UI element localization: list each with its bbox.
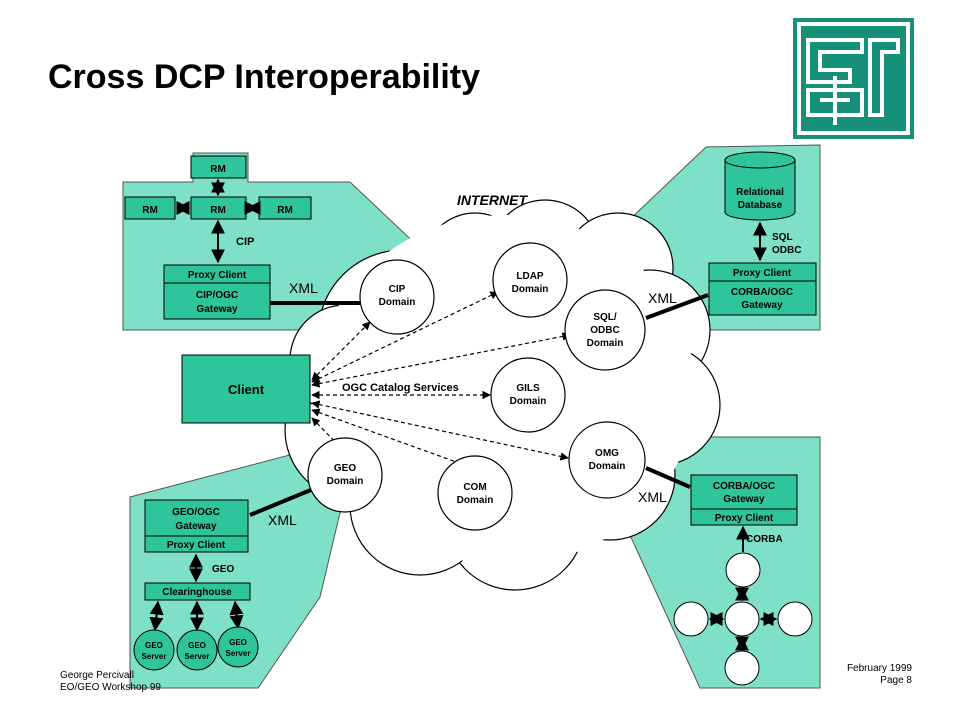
- geo-gateway-line1: GEO/OGC: [172, 507, 220, 518]
- footer-page: Page 8: [880, 675, 912, 686]
- corba-node-right[interactable]: [777, 601, 813, 637]
- catalog-label: OGC Catalog Services: [342, 382, 459, 394]
- domain-sql[interactable]: SQL/ ODBC Domain: [564, 289, 646, 371]
- rm-box-top[interactable]: [190, 155, 247, 179]
- domain-omg[interactable]: OMG Domain: [568, 421, 646, 499]
- omg-proxy-label: Proxy Client: [715, 513, 774, 524]
- omg-xml-link: [645, 466, 691, 489]
- sql-link-line2: ODBC: [772, 245, 801, 256]
- domain-sql-line3: Domain: [587, 338, 624, 349]
- geo-server-2-line2: Server: [185, 652, 210, 661]
- footer-author: George Percivall: [60, 670, 134, 681]
- cip-link-label: CIP: [236, 236, 254, 248]
- corba-node-center[interactable]: [724, 601, 760, 637]
- domain-omg-line1: OMG: [595, 448, 619, 459]
- domain-sql-line1: SQL/: [593, 312, 617, 323]
- geo-server-2-line1: GEO: [188, 641, 206, 650]
- geo-server-3[interactable]: GEO Server: [217, 626, 259, 668]
- client-label: Client: [228, 382, 265, 397]
- domain-com[interactable]: COM Domain: [437, 455, 513, 531]
- relational-database[interactable]: Relational Database: [724, 151, 796, 221]
- database-line2: Database: [738, 200, 783, 211]
- rm-right-label: RM: [277, 205, 293, 216]
- geo-link-label: GEO: [212, 564, 234, 575]
- domain-ldap[interactable]: LDAP Domain: [492, 242, 568, 318]
- geo-proxy-label: Proxy Client: [167, 540, 226, 551]
- clearinghouse[interactable]: Clearinghouse: [144, 582, 251, 601]
- database-line1: Relational: [736, 187, 784, 198]
- footer-date: February 1999: [846, 663, 912, 674]
- corba-node-bottom[interactable]: [724, 650, 760, 686]
- geo-gateway-line2: Gateway: [175, 521, 217, 532]
- domain-gils[interactable]: GILS Domain: [490, 357, 566, 433]
- cip-proxy-label: Proxy Client: [188, 270, 247, 281]
- sql-gateway[interactable]: Proxy Client CORBA/OGC Gateway: [708, 262, 817, 316]
- domain-com-line2: Domain: [457, 495, 494, 506]
- geo-server-1[interactable]: GEO Server: [133, 629, 175, 671]
- sql-link-line1: SQL: [772, 232, 793, 243]
- footer-right: February 1999 Page 8: [847, 663, 912, 687]
- rm-box-left[interactable]: [124, 196, 176, 220]
- company-logo: [793, 18, 914, 139]
- domain-geo[interactable]: GEO Domain: [307, 437, 383, 513]
- cip-rm-network: RM RM RM RM CIP: [124, 155, 312, 264]
- client-box[interactable]: [181, 354, 311, 424]
- geo-xml-link: [249, 485, 319, 517]
- geo-gateway[interactable]: GEO/OGC Gateway Proxy Client: [144, 499, 249, 553]
- sql-xml-link: [645, 293, 709, 320]
- cip-gateway[interactable]: Proxy Client CIP/OGC Gateway: [163, 264, 271, 320]
- domain-com-line1: COM: [463, 482, 486, 493]
- omg-gateway-line2: Gateway: [723, 494, 765, 505]
- geo-server-1-line1: GEO: [145, 641, 163, 650]
- domain-cip[interactable]: CIP Domain: [359, 259, 435, 335]
- clearinghouse-label: Clearinghouse: [162, 587, 232, 598]
- footer-event: EO/GEO Workshop 99: [60, 682, 161, 693]
- cip-gateway-line2: Gateway: [196, 304, 238, 315]
- sql-gateway-line2: Gateway: [741, 300, 783, 311]
- domain-geo-line1: GEO: [334, 463, 356, 474]
- cip-gateway-line1: CIP/OGC: [196, 290, 238, 301]
- domain-omg-line2: Domain: [589, 461, 626, 472]
- domain-gils-line2: Domain: [510, 396, 547, 407]
- corba-node-left[interactable]: [673, 601, 709, 637]
- sql-proxy-label: Proxy Client: [733, 268, 792, 279]
- geo-server-3-line1: GEO: [229, 638, 247, 647]
- corba-node-top[interactable]: [725, 552, 761, 588]
- domain-geo-line2: Domain: [327, 476, 364, 487]
- domain-ldap-line1: LDAP: [516, 271, 544, 282]
- sql-gateway-line1: CORBA/OGC: [731, 287, 793, 298]
- footer-left: George Percivall EO/GEO Workshop 99: [60, 670, 161, 694]
- rm-center-label: RM: [210, 205, 226, 216]
- domain-gils-line1: GILS: [516, 383, 540, 394]
- domain-sql-line2: ODBC: [590, 325, 619, 336]
- domain-cip-line2: Domain: [379, 297, 416, 308]
- internet-label: INTERNET: [457, 192, 528, 208]
- omg-gateway-line1: CORBA/OGC: [713, 481, 775, 492]
- geo-xml-label: XML: [268, 512, 297, 528]
- sql-xml-label: XML: [648, 290, 677, 306]
- domain-cip-line1: CIP: [389, 284, 406, 295]
- rm-left-label: RM: [142, 205, 158, 216]
- rm-top-label: RM: [210, 164, 226, 175]
- domain-ldap-line2: Domain: [512, 284, 549, 295]
- cip-xml-label: XML: [289, 280, 318, 296]
- omg-gateway[interactable]: CORBA/OGC Gateway Proxy Client: [690, 474, 798, 526]
- geo-server-3-line2: Server: [226, 649, 251, 658]
- geo-server-1-line2: Server: [142, 652, 167, 661]
- omg-xml-label: XML: [638, 489, 667, 505]
- catalog-links: [311, 291, 571, 469]
- corba-link-label: CORBA: [746, 534, 783, 545]
- page-title: Cross DCP Interoperability: [48, 58, 481, 96]
- geo-server-2[interactable]: GEO Server: [176, 629, 218, 671]
